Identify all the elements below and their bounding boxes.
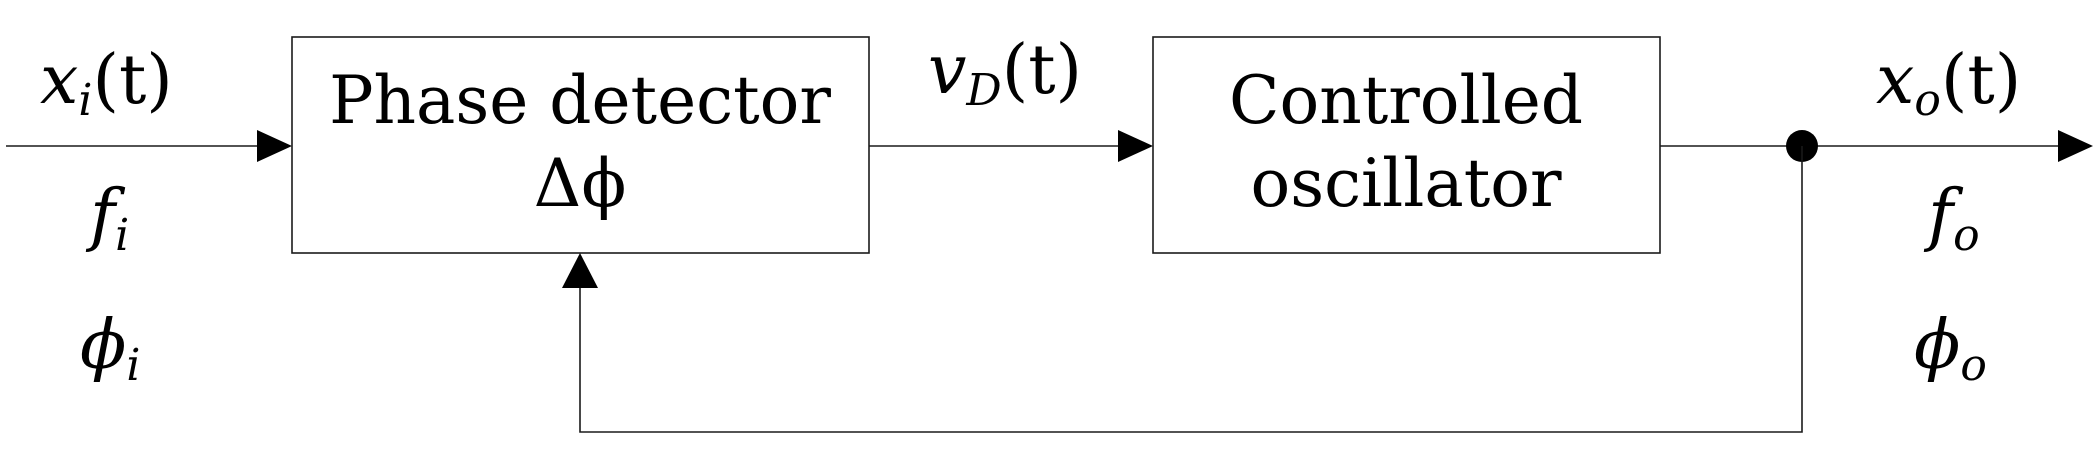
output-phase-label: ϕo — [1914, 306, 1987, 391]
input-signal-label: xi(t) — [40, 41, 173, 126]
phase-detector-block — [291, 36, 870, 254]
detector-output-arrowhead — [1118, 130, 1153, 162]
phase-detector-title: Phase detector — [329, 62, 831, 139]
controlled-oscillator-block — [1152, 36, 1661, 254]
controlled-oscillator-title-line1: Controlled — [1229, 62, 1583, 139]
detector-output-label: vD(t) — [928, 31, 1082, 116]
controlled-oscillator-title-line2: oscillator — [1250, 145, 1562, 222]
output-frequency-label: fo — [1923, 176, 1980, 261]
input-arrowhead — [257, 130, 292, 162]
input-phase-label: ϕi — [80, 306, 140, 391]
phase-difference-label: Δϕ — [534, 145, 627, 222]
input-frequency-label: fi — [85, 176, 129, 261]
output-signal-label: xo(t) — [1876, 41, 2021, 126]
output-arrowhead — [2058, 130, 2093, 162]
feedback-arrowhead — [562, 253, 598, 288]
feedback-wire — [579, 146, 1803, 433]
